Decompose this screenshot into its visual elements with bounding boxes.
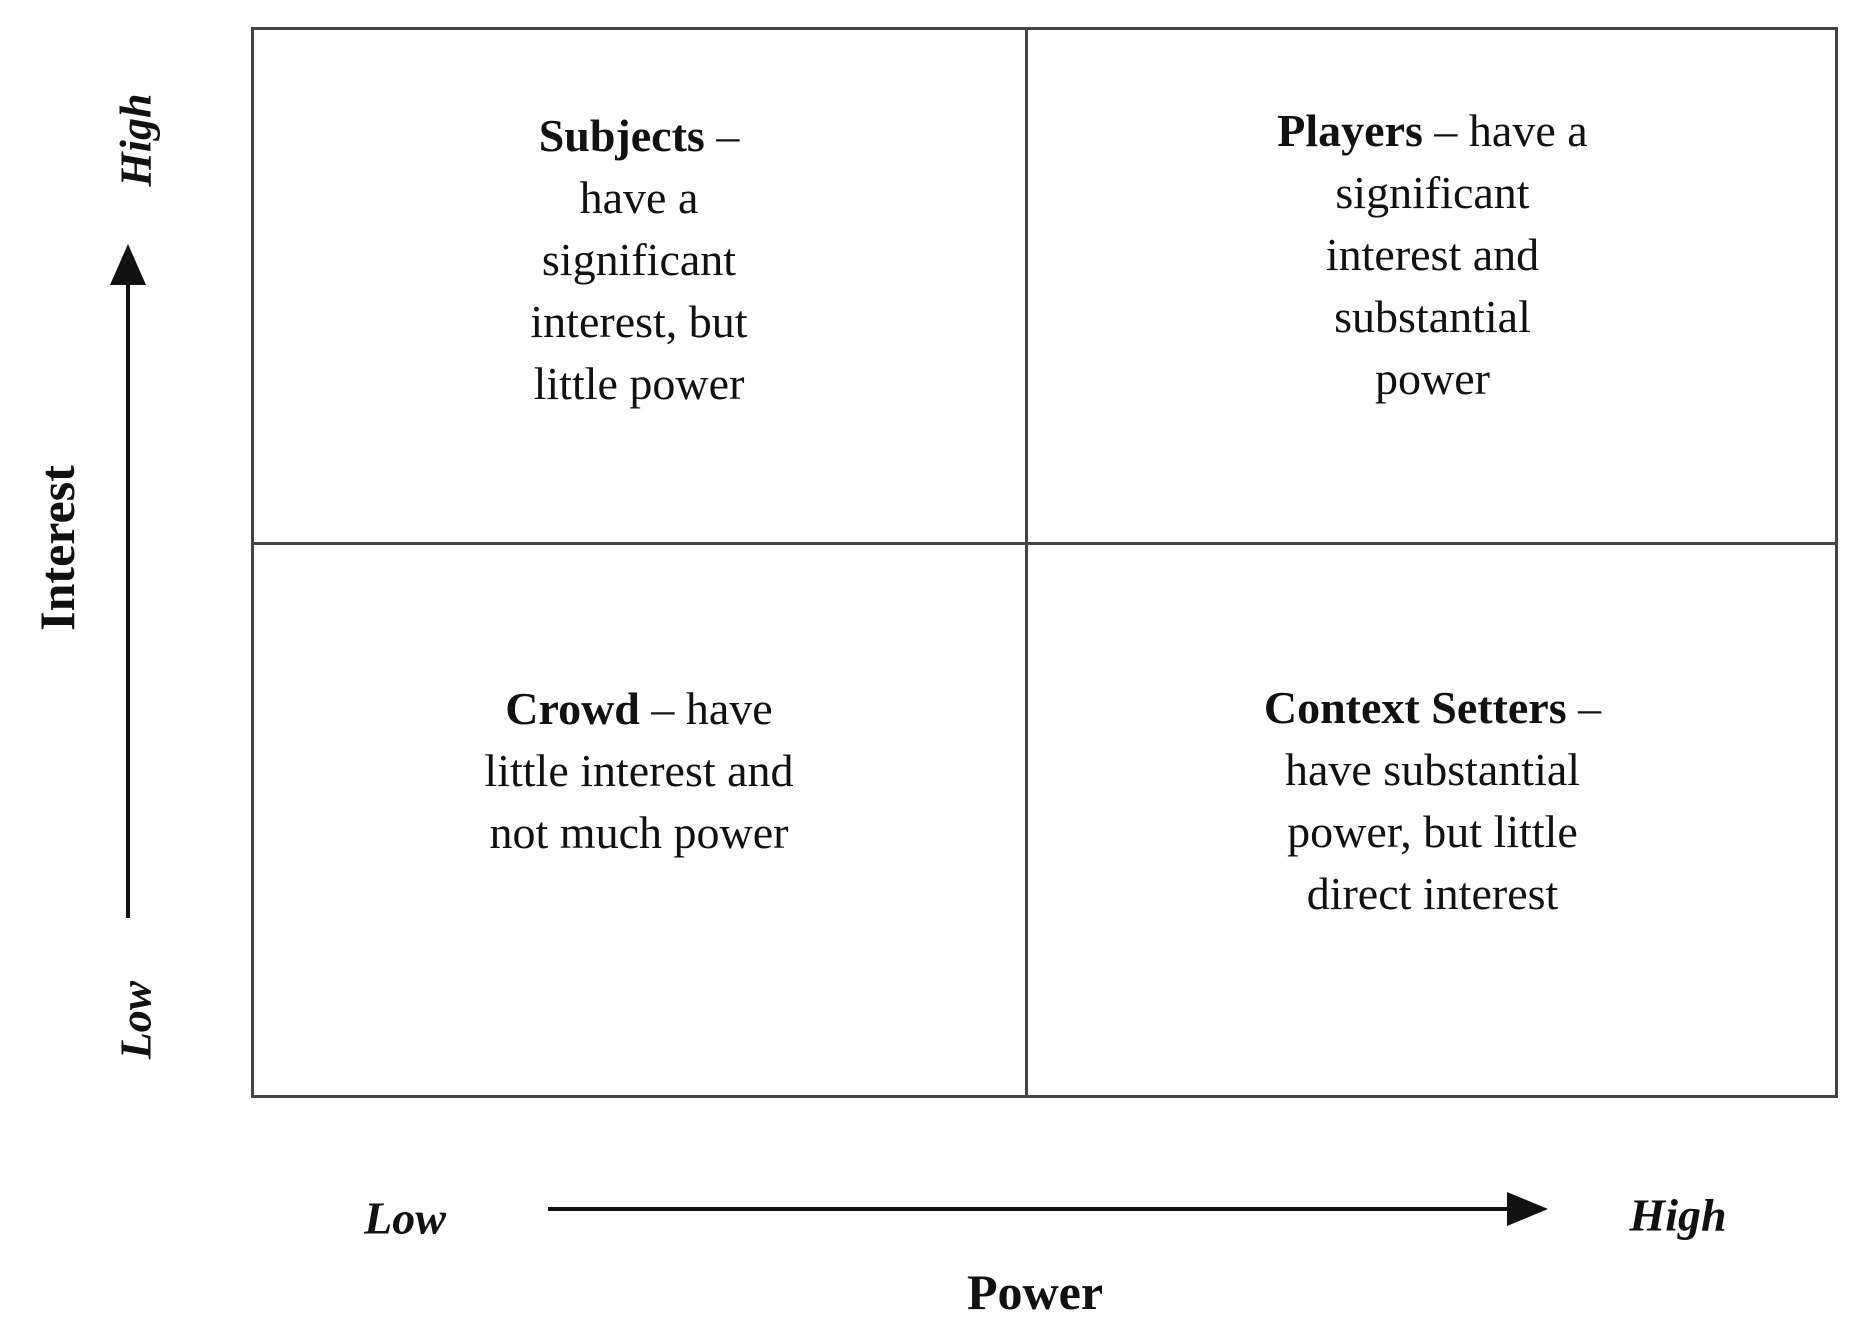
quadrant-players-line: substantial: [1334, 291, 1531, 342]
horizontal-divider: [251, 542, 1838, 545]
quadrant-context-setters-line: direct interest: [1306, 867, 1559, 919]
quadrant-players-line: power: [1375, 353, 1490, 404]
quadrant-players-line: interest and: [1325, 229, 1540, 280]
quadrant-crowd-line: – have: [639, 682, 773, 734]
quadrant-subjects-line: interest, but: [530, 296, 748, 347]
quadrant-crowd-name: Crowd: [505, 682, 640, 734]
matrix-frame: [251, 27, 1838, 1098]
vertical-divider: [1025, 27, 1028, 1098]
x-axis-low-label: Low: [364, 1192, 446, 1244]
quadrant-crowd-line: not much power: [489, 806, 789, 858]
quadrant-subjects-line: significant: [541, 234, 737, 285]
quadrant-crowd-line: little interest and: [484, 744, 794, 796]
x-axis-high-label: High: [1629, 1189, 1727, 1241]
quadrant-players-text: Players – have a significant interest and s…: [1223, 100, 1643, 410]
x-axis-arrow: [548, 1192, 1548, 1226]
quadrant-subjects-line: have a: [579, 172, 699, 223]
quadrant-subjects-line: –: [704, 110, 740, 161]
quadrant-subjects-line: little power: [533, 358, 745, 409]
quadrant-players-line: significant: [1335, 167, 1530, 218]
quadrant-context-setters-line: power, but little: [1287, 805, 1578, 857]
x-axis-title: Power: [966, 1264, 1104, 1320]
quadrant-context-setters-text: Context Setters – have substantial power, …: [1223, 677, 1643, 925]
quadrant-context-setters-line: –: [1566, 681, 1602, 733]
quadrant-players-name: Players: [1277, 105, 1423, 156]
quadrant-players-line: – have a: [1422, 105, 1588, 156]
y-axis-arrow: [110, 244, 146, 918]
quadrant-context-setters: Context Setters – have substantial power, …: [1027, 543, 1838, 1098]
quadrant-crowd-text: Crowd – have little interest and not much …: [429, 678, 849, 864]
quadrant-subjects-text: Subjects –have a significant interest, but…: [489, 105, 789, 415]
quadrant-crowd: Crowd – have little interest and not much …: [251, 543, 1027, 1098]
quadrant-context-setters-line: have substantial: [1284, 743, 1581, 795]
quadrant-subjects-name: Subjects: [538, 110, 705, 161]
quadrant-context-setters-name: Context Setters: [1263, 681, 1567, 733]
quadrant-players: Players – have a significant interest and s…: [1027, 27, 1838, 543]
quadrant-subjects: Subjects –have a significant interest, but…: [251, 27, 1027, 543]
